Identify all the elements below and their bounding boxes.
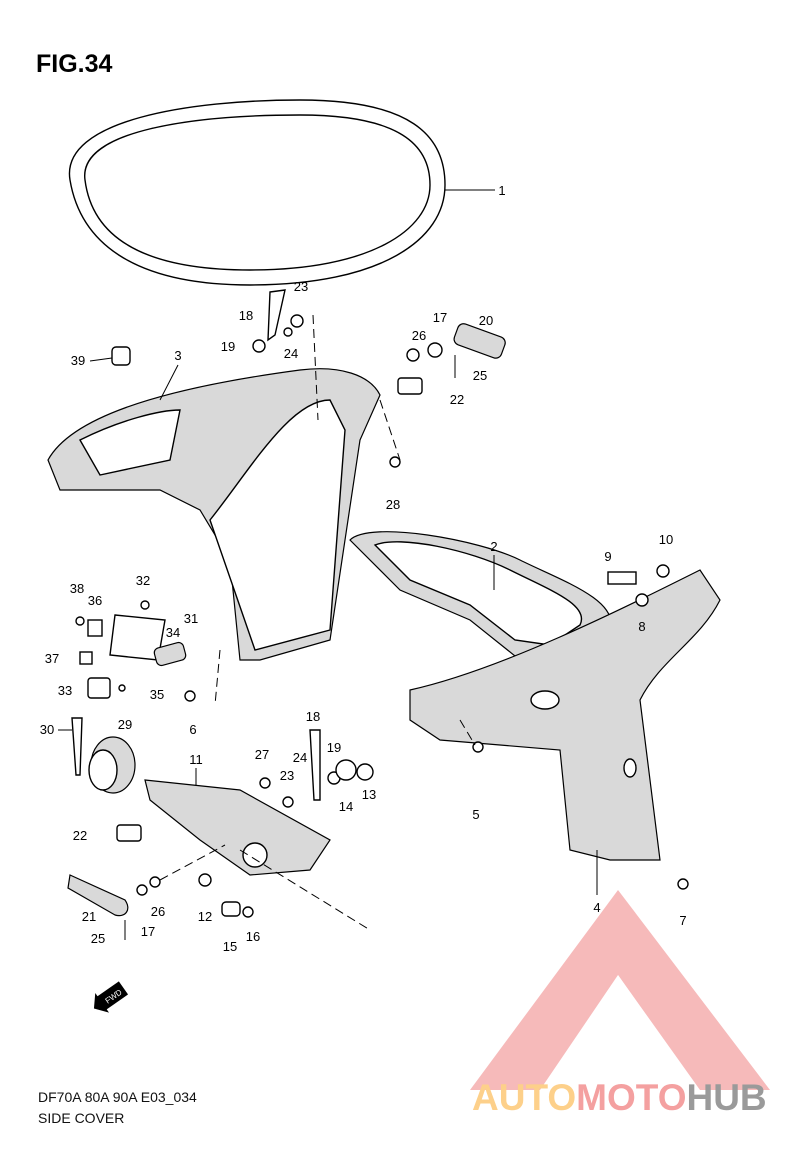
callout-label: 8 [638, 619, 645, 634]
watermark-logo [470, 890, 770, 1090]
leader-lines [58, 314, 598, 931]
callout-label: 22 [450, 392, 464, 407]
callout-label: 21 [82, 909, 96, 924]
callout-label: 4 [593, 900, 600, 915]
figure-title: FIG.34 [36, 50, 113, 78]
small-parts [71, 289, 689, 940]
callout-label: 37 [45, 651, 59, 666]
callout-label: 29 [118, 717, 132, 732]
callout-label: 23 [294, 279, 308, 294]
callout-label: 31 [184, 611, 198, 626]
callout-label: 14 [339, 799, 353, 814]
callout-label: 27 [255, 747, 269, 762]
callout-label: 24 [293, 750, 307, 765]
callout-label: 17 [141, 924, 155, 939]
side-cover-rear-3 [47, 368, 381, 661]
callout-label: 1 [498, 183, 505, 198]
callout-label: 5 [472, 807, 479, 822]
callout-label: 20 [479, 313, 493, 328]
callout-label: 7 [679, 913, 686, 928]
callout-label: 12 [198, 909, 212, 924]
callout-label: 32 [136, 573, 150, 588]
forward-arrow-icon: FWD [93, 981, 129, 1013]
callout-labels: 1 23 18 20 17 26 19 24 39 3 25 22 28 2 1… [40, 183, 687, 954]
grommet-29 [88, 736, 136, 794]
callout-label: 25 [473, 368, 487, 383]
watermark-moto: MOTO [576, 1077, 686, 1118]
callout-label: 30 [40, 722, 54, 737]
callout-label: 2 [490, 539, 497, 554]
callout-label: 25 [91, 931, 105, 946]
callout-label: 11 [189, 752, 203, 767]
diagram-name: SIDE COVER [38, 1110, 125, 1126]
callout-label: 19 [221, 339, 235, 354]
callout-label: 22 [73, 828, 87, 843]
model-code: DF70A 80A 90A E03_034 [38, 1089, 197, 1105]
callout-label: 18 [239, 308, 253, 323]
callout-label: 18 [306, 709, 320, 724]
callout-label: 10 [659, 532, 673, 547]
callout-label: 26 [151, 904, 165, 919]
callout-label: 35 [150, 687, 164, 702]
side-cover-front-4 [349, 531, 721, 861]
gasket-1 [68, 99, 495, 286]
callout-label: 38 [70, 581, 84, 596]
callout-label: 34 [166, 625, 180, 640]
callout-label: 39 [71, 353, 85, 368]
callout-label: 24 [284, 346, 298, 361]
callout-label: 16 [246, 929, 260, 944]
bracket-11 [144, 779, 331, 876]
callout-label: 15 [223, 939, 237, 954]
callout-label: 17 [433, 310, 447, 325]
callout-label: 33 [58, 683, 72, 698]
watermark-auto: AUTO [472, 1077, 576, 1118]
callout-label: 26 [412, 328, 426, 343]
watermark-text: AUTOMOTOHUB [472, 1077, 767, 1118]
callout-label: 9 [604, 549, 611, 564]
callout-label: 36 [88, 593, 102, 608]
callout-label: 6 [189, 722, 196, 737]
callout-label: 23 [280, 768, 294, 783]
lid-21 [67, 874, 129, 917]
callout-label: 19 [327, 740, 341, 755]
callout-label: 13 [362, 787, 376, 802]
callout-label: 28 [386, 497, 400, 512]
watermark-hub: HUB [686, 1077, 766, 1118]
callout-label: 3 [174, 348, 181, 363]
